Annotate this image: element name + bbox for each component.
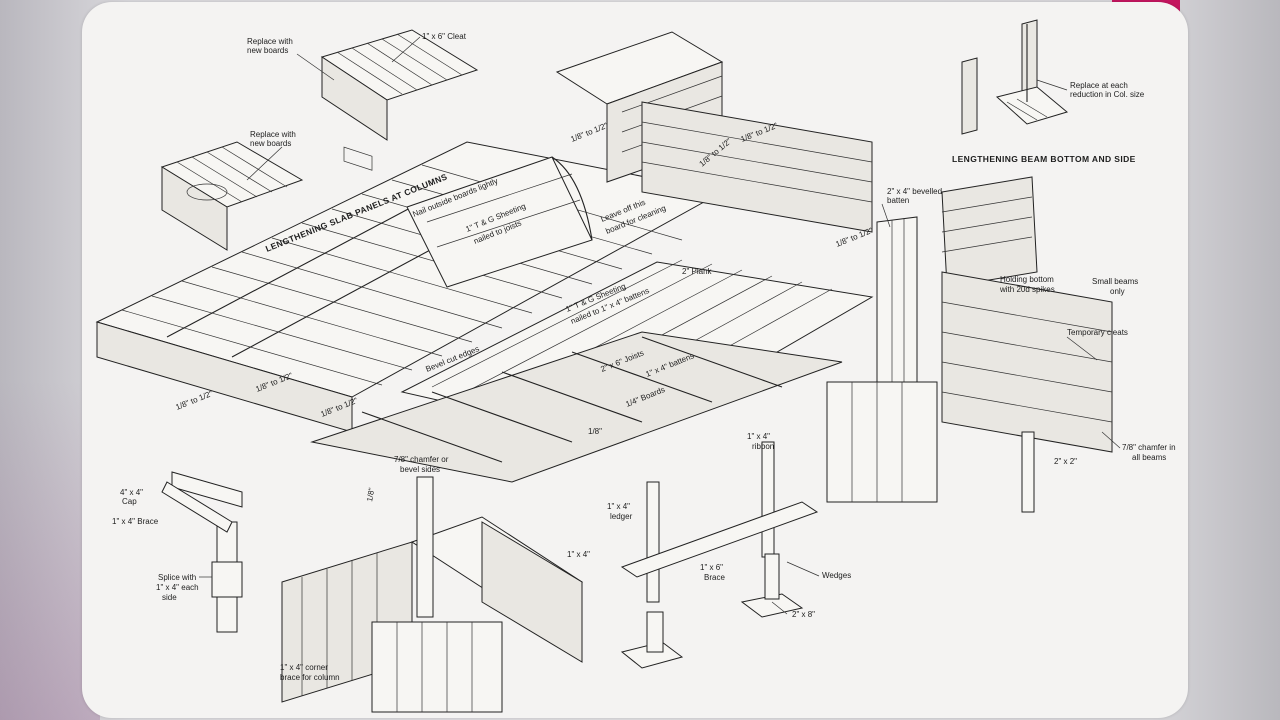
formwork-isometric-drawing: Replace with new boards 1" x 6" Cleat Re… [95, 19, 1176, 713]
label-cap-2: Cap [122, 497, 137, 506]
label-wedges: Wedges [822, 571, 851, 580]
label-bevelled-batten-2: batten [887, 196, 909, 205]
label-temporary-cleats: Temporary cleats [1067, 328, 1128, 337]
label-bevelled-batten-1: 2" x 4" bevelled [887, 187, 942, 196]
lower-beam-and-shores [310, 331, 843, 669]
label-corner-brace-1: 1" x 4" corner [280, 663, 328, 672]
label-holding-bottom-2: with 20d spikes [999, 285, 1055, 294]
label-corner-brace-2: brace for column [280, 673, 340, 682]
inset-beam-bottom [961, 19, 1069, 135]
label-replace-boards-1b: new boards [247, 46, 288, 55]
label-one-by-four: 1" x 4" [567, 550, 590, 559]
left-shore-post [161, 471, 243, 633]
label-two-by-eight: 2" x 8" [792, 610, 815, 619]
label-ledger-2: ledger [610, 512, 633, 521]
label-holding-bottom-1: Holding bottom [1000, 275, 1054, 284]
label-eighth-a: 1/8" [588, 427, 602, 436]
label-chamfer-beams-1: 7/8" chamfer in [1122, 443, 1176, 452]
inset-slab-panel-bottom [160, 141, 304, 251]
label-plank: 2" Plank [682, 267, 713, 276]
diagram-card: Replace with new boards 1" x 6" Cleat Re… [82, 2, 1188, 718]
right-beam-assembly [826, 216, 1113, 513]
label-replace-each-2: reduction in Col. size [1070, 90, 1145, 99]
front-column-form [281, 476, 584, 713]
label-cleat: 1" x 6" Cleat [422, 32, 467, 41]
label-replace-each-1: Replace at each [1070, 81, 1128, 90]
label-small-beams-2: only [1110, 287, 1125, 296]
label-eighth-half-a: 1/8" to 1/2" [569, 121, 609, 144]
inset-slab-panel-top [320, 29, 479, 171]
label-ribbon-2: ribbon [752, 442, 774, 451]
label-brace-1x6-1: 1" x 6" [700, 563, 723, 572]
label-eighth-b: 1/8" [365, 487, 376, 502]
label-brace-1x4: 1" x 4" Brace [112, 517, 159, 526]
label-two-by-two: 2" x 2" [1054, 457, 1077, 466]
label-splice-2: 1" x 4" each [156, 583, 199, 592]
label-lengthening-beam: LENGTHENING BEAM BOTTOM AND SIDE [952, 154, 1136, 164]
sheeting-curl-panel [406, 156, 593, 288]
label-ribbon-1: 1" x 4" [747, 432, 770, 441]
label-cap-1: 4" x 4" [120, 488, 143, 497]
label-replace-boards-2: Replace with [250, 130, 296, 139]
label-splice-1: Splice with [158, 573, 196, 582]
beam-side-panels [555, 31, 1038, 288]
label-replace-boards-1: Replace with [247, 37, 293, 46]
leader-lines [199, 36, 1121, 615]
label-eighth-half-e: 1/8" to 1/2" [174, 389, 214, 412]
label-small-beams-1: Small beams [1092, 277, 1138, 286]
label-replace-boards-2b: new boards [250, 139, 291, 148]
label-brace-1x6-2: Brace [704, 573, 725, 582]
label-chamfer-bevel-1: 7/8" chamfer or [394, 455, 449, 464]
label-chamfer-bevel-2: bevel sides [400, 465, 440, 474]
label-ledger-1: 1" x 4" [607, 502, 630, 511]
label-chamfer-beams-2: all beams [1132, 453, 1166, 462]
label-splice-3: side [162, 593, 177, 602]
